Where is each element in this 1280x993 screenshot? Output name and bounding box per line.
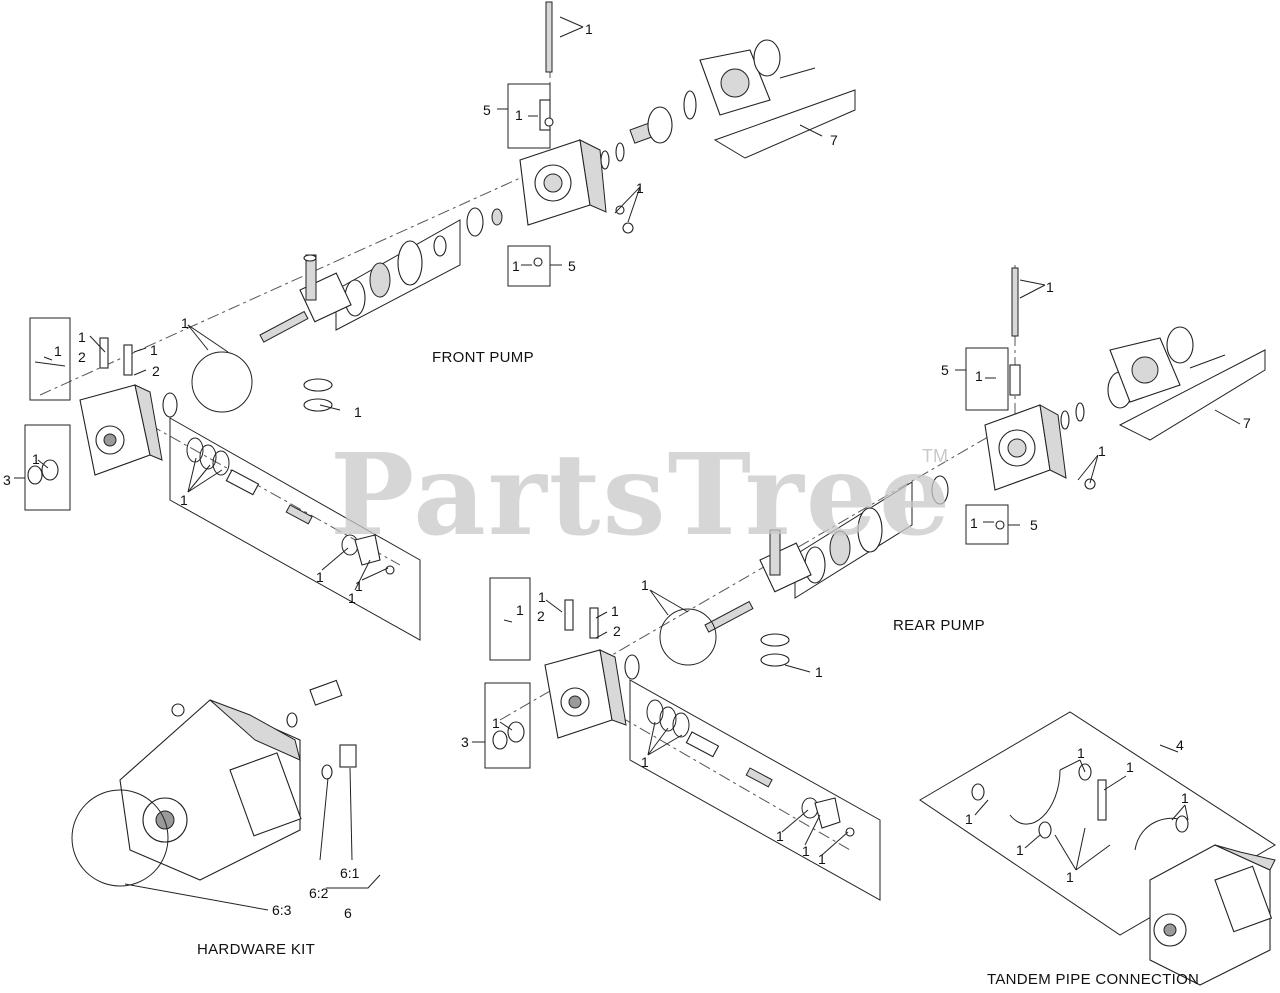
callout: 6 [344, 905, 352, 921]
callout: 5 [941, 362, 949, 378]
rear-rotating-group [659, 507, 883, 667]
callout: 1 [538, 589, 546, 605]
callout: 6:2 [309, 885, 329, 901]
callout: 1 [348, 590, 356, 606]
tandem-pump-assembly [971, 763, 1276, 986]
callout: 1 [611, 603, 619, 619]
callout: 6:3 [272, 902, 292, 918]
front-seal-kit-box [29, 317, 71, 401]
callout: 1 [150, 342, 158, 358]
rear-pump-center-housing [984, 267, 1067, 530]
callout: 2 [152, 363, 160, 379]
front-valve-kit-box [169, 417, 421, 641]
leader-lines [14, 16, 1241, 911]
rear-retainer-kit-box [484, 682, 531, 769]
callout: 5 [568, 258, 576, 274]
callout: 1 [815, 664, 823, 680]
callout: 1 [354, 404, 362, 420]
rear-seal-kit-box [489, 577, 531, 661]
callout: 1 [54, 343, 62, 359]
callout: 2 [78, 349, 86, 365]
front-cover-kit-box [713, 89, 856, 159]
callout: 5 [1030, 517, 1038, 533]
callout: 1 [1016, 842, 1024, 858]
callout: 1 [181, 315, 189, 331]
callout: 3 [461, 734, 469, 750]
front-pump-title: FRONT PUMP [432, 349, 534, 366]
callout: 1 [316, 569, 324, 585]
callout: 1 [802, 843, 810, 859]
hardware-kit-pump [71, 679, 357, 887]
rear-pump-title: REAR PUMP [893, 617, 985, 634]
callout: 2 [613, 623, 621, 639]
front-pump-shaft-parts [466, 39, 816, 237]
callout: 1 [1098, 443, 1106, 459]
callout: 1 [32, 451, 40, 467]
front-pump-center-housing [519, 1, 607, 267]
callout: 1 [1046, 279, 1054, 295]
tandem-pipe-kit-box [919, 711, 1276, 936]
callout: 3 [3, 472, 11, 488]
callout: 1 [975, 368, 983, 384]
callout: 1 [585, 21, 593, 37]
rear-pump-lower-axis [599, 704, 851, 851]
callout: 1 [1126, 759, 1134, 775]
callout: 1 [512, 258, 520, 274]
front-left-pump-body [27, 337, 178, 485]
hardware-kit-title: HARDWARE KIT [197, 941, 316, 958]
front-rotating-group [191, 235, 447, 413]
rear-valve-parts [646, 699, 855, 837]
partstree-watermark: PartsTree [330, 430, 953, 561]
callout: 1 [965, 811, 973, 827]
rear-left-pump-body [492, 599, 640, 750]
rear-pump-box-5a [965, 347, 1009, 411]
callout: 1 [78, 329, 86, 345]
callout: 1 [516, 602, 524, 618]
callout: 1 [970, 515, 978, 531]
callout: 4 [1176, 737, 1184, 753]
front-rotating-kit-box [335, 219, 461, 331]
callout: 1 [641, 754, 649, 770]
callout: 2 [537, 608, 545, 624]
hardware-kit-bracket [326, 874, 381, 889]
rear-pump-box-5b [965, 504, 1009, 545]
callout: 1 [515, 107, 523, 123]
rear-valve-kit-box [629, 679, 881, 901]
trademark-symbol: TM [922, 446, 948, 466]
callout: 1 [492, 715, 500, 731]
rear-rotating-kit-box [794, 481, 913, 599]
callout: 1 [1066, 869, 1074, 885]
tandem-pipe-connection-title: TANDEM PIPE CONNECTION [987, 971, 1200, 988]
callout: 1 [180, 492, 188, 508]
callout: 7 [830, 132, 838, 148]
rear-cover-kit-box [1118, 349, 1266, 441]
front-pump-box-5a [507, 83, 551, 149]
callout: 1 [776, 828, 784, 844]
rear-pump-shaft-parts [931, 326, 1226, 505]
callout: 1 [636, 180, 644, 196]
front-retainer-kit-box [24, 424, 71, 511]
callout: 1 [1181, 790, 1189, 806]
callout: 1 [355, 578, 363, 594]
callout: 1 [818, 851, 826, 867]
callout: 6:1 [340, 865, 360, 881]
callout: 1 [641, 577, 649, 593]
callout: 1 [1077, 745, 1085, 761]
front-pump-box-5b [507, 245, 551, 287]
callout: 5 [483, 102, 491, 118]
callout: 7 [1243, 415, 1251, 431]
